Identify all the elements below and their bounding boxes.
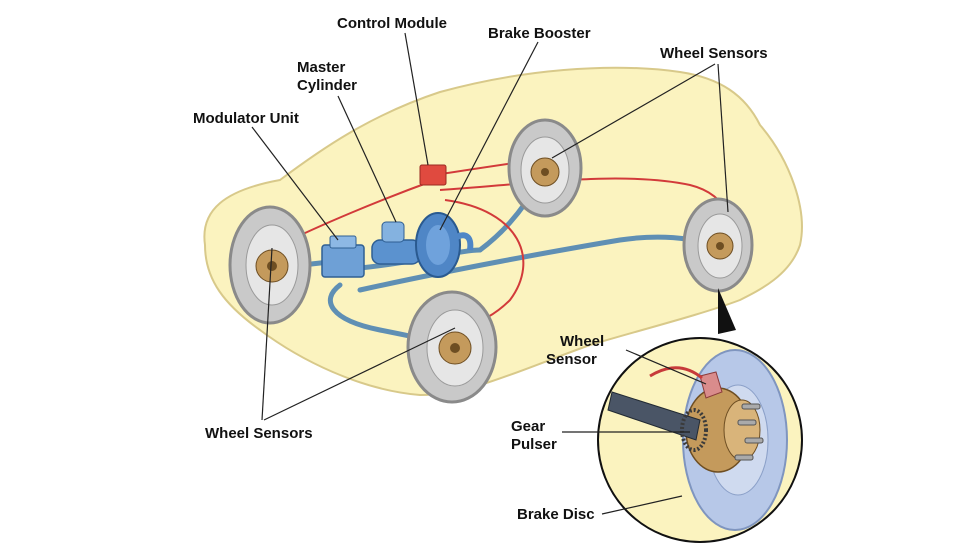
control-module	[419, 164, 447, 186]
wheel-rear-right	[682, 197, 754, 293]
label-brake-disc: Brake Disc	[517, 506, 595, 523]
inset-gear-pulser	[680, 408, 708, 452]
label-gear-pulser-line1: Gear	[511, 418, 546, 435]
leader-brake-disc	[601, 495, 683, 515]
label-master-cylinder-line2: Cylinder	[297, 77, 358, 94]
inset-pointer	[718, 288, 736, 334]
leader-master-cylinder	[337, 95, 397, 223]
leader-wheel-sensors-top-b	[717, 63, 729, 213]
brake-booster	[415, 212, 474, 278]
leader-inset-wheel-sensor	[625, 349, 707, 385]
leader-lines	[251, 32, 729, 515]
brake-line-rear-right	[357, 234, 718, 293]
master-cylinder	[371, 221, 421, 265]
label-brake-booster: Brake Booster	[488, 25, 591, 42]
inset-axle	[607, 391, 701, 441]
leader-modulator-unit	[251, 126, 339, 241]
wheel-front-right	[507, 118, 583, 218]
label-inset-wheel-sensor-line1: Wheel	[560, 333, 605, 350]
wheel-front-left	[228, 205, 312, 325]
leader-wheel-sensors-top-a	[551, 63, 716, 159]
label-inset-wheel-sensor-line2: Sensor	[546, 351, 597, 368]
label-wheel-sensors-bottom: Wheel Sensors	[205, 425, 313, 442]
label-gear-pulser-line2: Pulser	[511, 436, 557, 453]
sensor-wire-rr	[439, 177, 729, 216]
inset-detail	[597, 337, 803, 543]
label-control-module: Control Module	[337, 15, 447, 32]
wheel-rear-left	[406, 290, 498, 404]
modulator-unit	[321, 235, 365, 278]
label-wheel-sensors-top: Wheel Sensors	[660, 45, 768, 62]
label-modulator-unit: Modulator Unit	[193, 110, 299, 127]
leader-wheel-sensors-bottom-b	[263, 327, 456, 421]
inset-wheel-sensor	[699, 371, 723, 399]
label-master-cylinder-line1: Master	[297, 59, 346, 76]
leader-brake-booster	[439, 41, 539, 231]
leader-wheel-sensors-bottom-a	[261, 247, 273, 421]
leader-control-module	[404, 32, 429, 166]
